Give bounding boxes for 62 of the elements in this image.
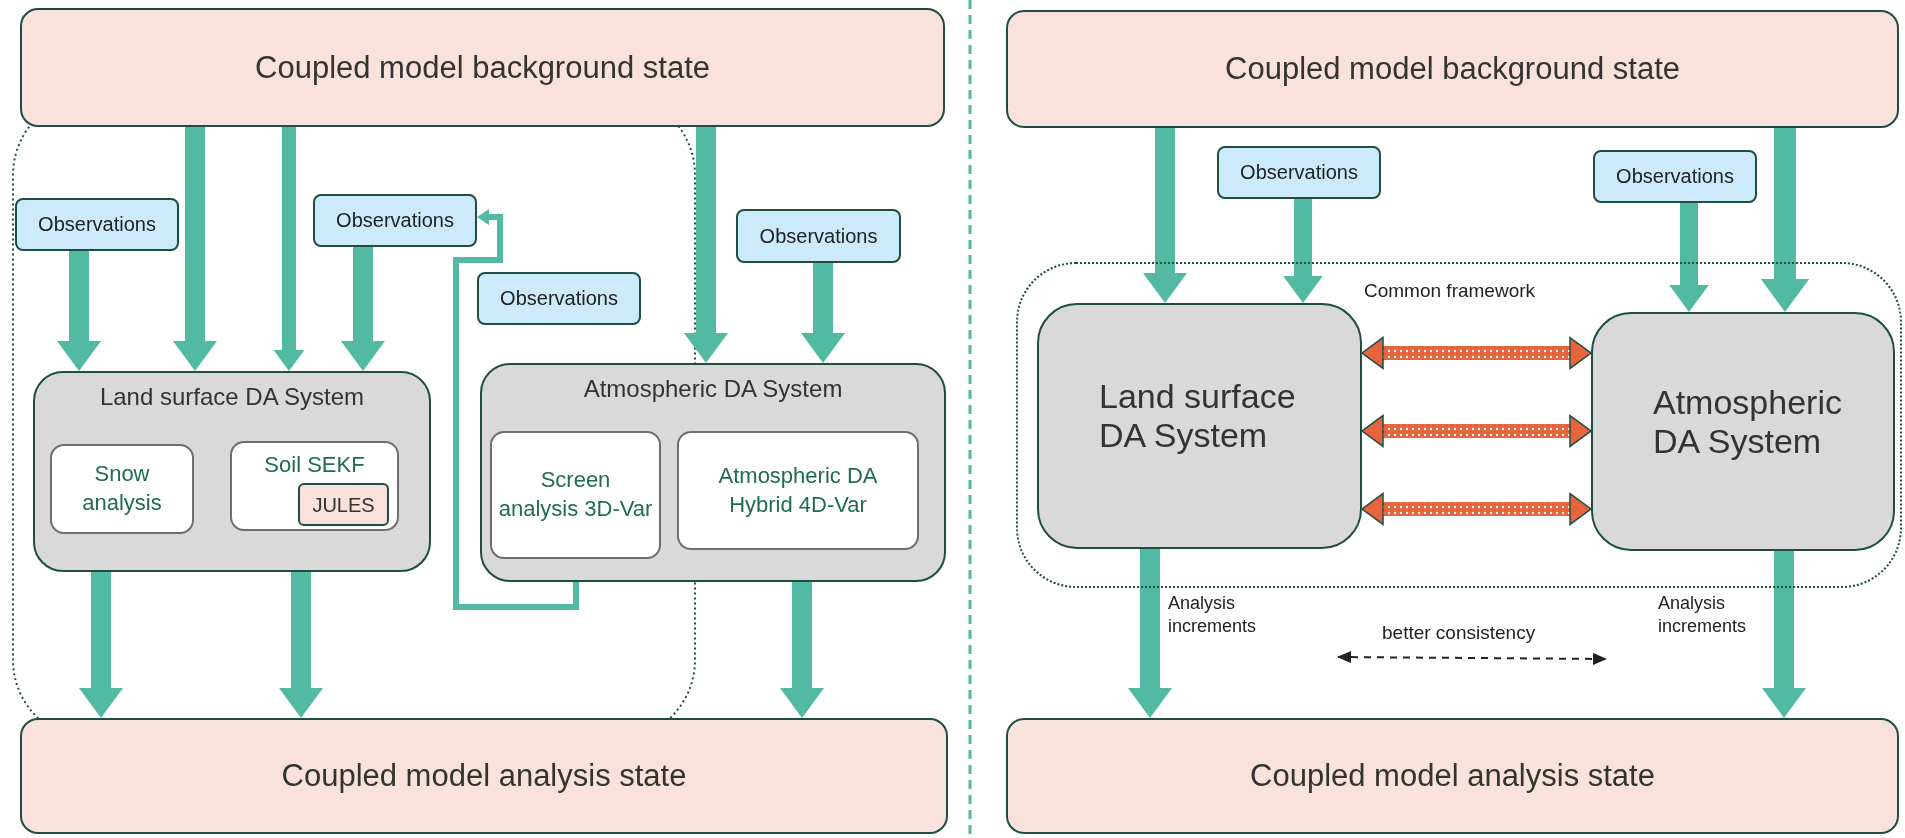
arrow <box>1760 128 1810 312</box>
system-label: Land surface DA System <box>99 383 365 411</box>
arrow <box>273 127 305 371</box>
arrow <box>801 263 845 363</box>
arrow <box>453 209 579 610</box>
arrow <box>1762 551 1806 718</box>
system-label: Atmospheric DA System <box>1653 382 1843 461</box>
observation-box <box>1217 146 1381 199</box>
observation-box <box>15 198 179 251</box>
observation-label: Observations <box>38 213 156 236</box>
framework-outline <box>1016 262 1902 588</box>
observation-label: Observations <box>759 224 878 248</box>
observation-label: Observations <box>500 287 618 310</box>
edge-label: Analysis increments <box>1658 592 1748 639</box>
observation-label: Observations <box>1240 161 1358 184</box>
system-box <box>1037 303 1362 549</box>
state-box <box>20 8 945 127</box>
arrow <box>341 247 385 371</box>
analysis-box <box>230 441 399 531</box>
observation-box <box>1593 150 1757 203</box>
observation-box <box>736 209 901 263</box>
model-label: JULES <box>312 492 375 518</box>
arrow <box>684 127 728 363</box>
state-box <box>1006 10 1899 128</box>
analysis-box <box>490 431 661 559</box>
model-box <box>298 483 389 526</box>
analysis-box <box>677 431 919 550</box>
observation-label: Observations <box>1616 165 1734 188</box>
observation-label: Observations <box>336 209 454 232</box>
arrow <box>79 572 123 718</box>
double-arrow <box>1361 414 1592 448</box>
note-label: better consistency <box>1382 622 1536 644</box>
arrow <box>1669 203 1709 312</box>
arrow <box>1143 128 1187 303</box>
observation-box <box>477 272 641 325</box>
state-label: Coupled model background state <box>1225 51 1680 87</box>
double-arrow <box>1361 336 1592 370</box>
framework-label: Common framework <box>1364 280 1536 302</box>
analysis-box <box>50 444 194 534</box>
analysis-label: Snow analysis <box>81 460 163 517</box>
system-label: Atmospheric DA System <box>583 375 843 403</box>
system-box <box>480 363 946 582</box>
system-box <box>1591 312 1895 551</box>
state-box <box>1006 718 1899 834</box>
system-box <box>33 371 431 572</box>
arrow <box>57 251 101 371</box>
state-box <box>20 718 948 834</box>
state-label: Coupled model analysis state <box>281 758 687 794</box>
analysis-label: Atmospheric DA Hybrid 4D-Var <box>717 461 879 519</box>
state-label: Coupled model background state <box>255 49 710 86</box>
analysis-label: Screen analysis 3D-Var <box>498 466 653 523</box>
double-arrow <box>1361 492 1592 526</box>
state-label: Coupled model analysis state <box>1250 758 1655 794</box>
arrow <box>279 572 323 718</box>
observation-box <box>313 194 477 247</box>
arrow <box>780 582 824 718</box>
arrow <box>1283 199 1323 303</box>
edge-label: Analysis increments <box>1168 592 1258 639</box>
system-label: Land surface DA System <box>1099 377 1297 455</box>
arrow <box>173 127 217 371</box>
arrow <box>1128 549 1172 718</box>
analysis-label: Soil SEKF <box>264 451 365 479</box>
